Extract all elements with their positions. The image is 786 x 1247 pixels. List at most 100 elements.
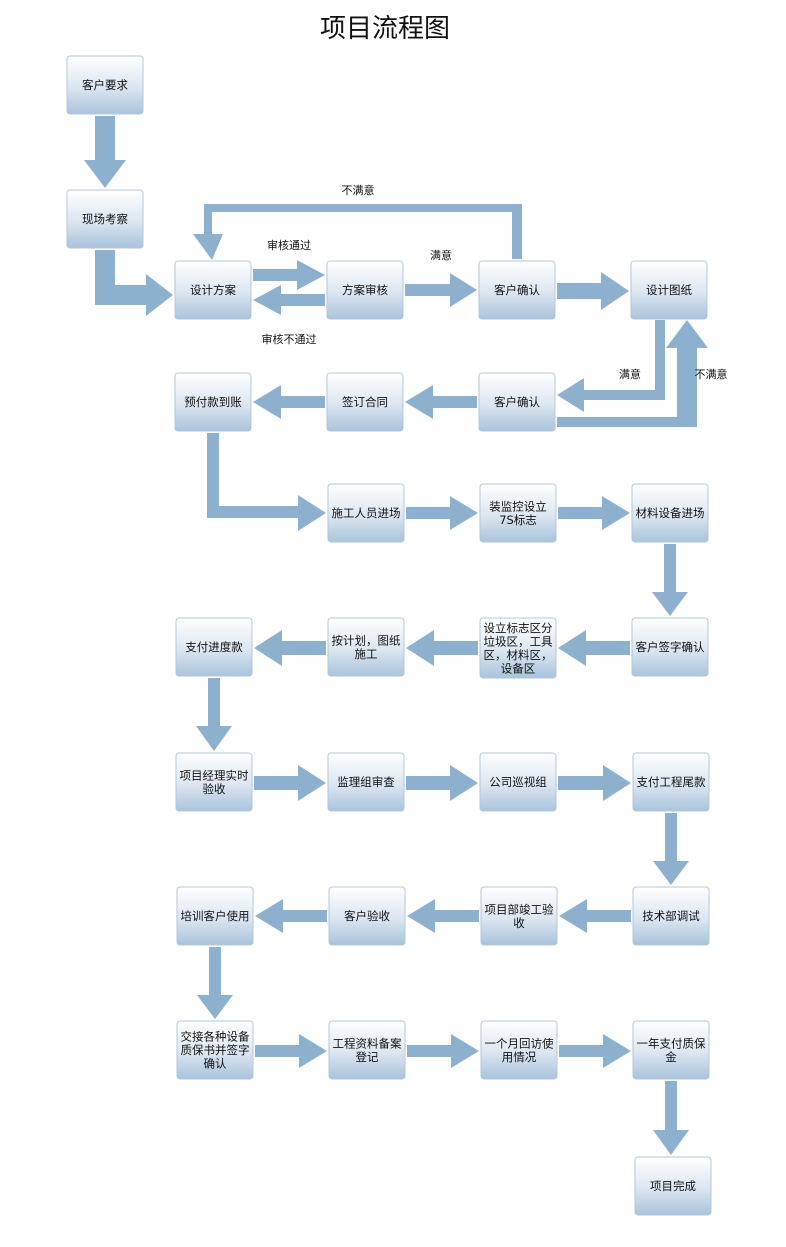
flow-arrow-2 [95, 250, 173, 316]
process-box-shape [176, 886, 254, 946]
process-box-label: 方案审核 [342, 283, 388, 297]
process-box-n29: 项目完成 [634, 1156, 712, 1216]
process-box-label: 按计划，图纸 [332, 633, 401, 647]
flow-arrow-13 [406, 496, 478, 530]
process-box-shape [479, 617, 557, 679]
process-box-n18: 监理组审查 [327, 752, 405, 812]
process-box-shape [630, 260, 708, 320]
process-box-label: 用情况 [502, 1050, 537, 1064]
process-box-shape [479, 483, 557, 543]
flow-arrow-27 [197, 947, 233, 1019]
flow-arrow-16 [558, 630, 630, 666]
process-box-shape [327, 752, 405, 812]
process-box-label: 设备区 [501, 661, 536, 675]
process-box-label: 材料设备进场 [636, 506, 705, 520]
process-box-label: 施工 [355, 647, 378, 661]
process-box-label: 验收 [203, 782, 226, 796]
process-box-shape [326, 260, 404, 320]
flow-arrow-30 [559, 1034, 631, 1068]
flow-arrow-3 [253, 260, 325, 290]
process-box-label: 工程资料备案 [333, 1036, 402, 1050]
process-box-n6: 设计图纸 [630, 260, 708, 320]
process-box-label: 客户确认 [494, 395, 540, 409]
process-box-label: 公司巡视组 [489, 775, 547, 789]
flow-arrow-28 [255, 1034, 327, 1068]
process-box-label: 7S标志 [499, 513, 537, 527]
flow-arrow-15 [652, 544, 688, 616]
process-box-label: 签订合同 [342, 395, 388, 409]
process-box-n7: 客户确认 [478, 372, 556, 432]
process-box-label: 客户验收 [344, 909, 390, 923]
process-box-n20: 支付工程尾款 [632, 752, 710, 812]
flow-arrow-26 [255, 899, 327, 933]
process-box-label: 垃圾区，工具 [484, 634, 553, 648]
process-box-label: 登记 [356, 1050, 379, 1064]
process-box-shape [327, 617, 405, 677]
process-box-shape [632, 752, 710, 812]
process-box-label: 培训客户使用 [181, 909, 250, 923]
flow-arrow-21 [406, 765, 478, 801]
process-box-n19: 公司巡视组 [479, 752, 557, 812]
process-box-n4: 方案审核 [326, 260, 404, 320]
process-box-label: 一年支付质保 [637, 1036, 706, 1050]
flow-arrow-6 [557, 272, 629, 310]
flow-arrow-9 [557, 320, 708, 427]
process-box-n10: 施工人员进场 [327, 483, 405, 543]
flow-arrow-29 [407, 1034, 479, 1068]
process-box-label: 客户要求 [82, 78, 128, 92]
process-box-n16: 支付进度款 [175, 617, 253, 677]
process-box-label: 支付工程尾款 [637, 775, 706, 789]
process-box-n24: 培训客户使用 [176, 886, 254, 946]
process-box-n21: 技术部调试 [632, 886, 710, 946]
flow-arrow-10 [405, 385, 477, 419]
process-box-shape [478, 260, 556, 320]
edge-label-l5: 满意 [619, 367, 641, 381]
process-box-n9: 预付款到账 [174, 372, 252, 432]
process-box-shape [66, 55, 144, 115]
process-box-shape [631, 483, 709, 543]
process-box-label: 支付进度款 [185, 640, 243, 654]
edge-label-l4: 审核不通过 [262, 332, 317, 346]
flow-arrow-31 [653, 1081, 689, 1155]
edge-label-l3: 满意 [430, 248, 452, 262]
process-box-label: 预付款到账 [184, 395, 242, 409]
process-box-label: 客户签字确认 [636, 640, 705, 654]
flow-arrow-8 [557, 320, 665, 412]
process-box-shape [174, 372, 252, 432]
process-box-shape [326, 372, 404, 432]
process-box-label: 项目经理实时 [180, 768, 249, 782]
process-box-label: 一个月回访使 [485, 1036, 554, 1050]
process-box-shape [480, 1020, 558, 1080]
process-box-label: 项目部竣工验 [485, 902, 554, 916]
flow-arrow-19 [196, 678, 232, 751]
flow-arrow-25 [407, 899, 479, 933]
flow-arrow-18 [254, 630, 326, 666]
process-box-n2: 现场考察 [66, 189, 144, 249]
edge-label-layer: 不满意审核通过满意审核不通过满意不满意 [262, 183, 728, 381]
process-box-shape [632, 886, 710, 946]
process-box-n3: 设计方案 [174, 260, 252, 320]
process-box-n5: 客户确认 [478, 260, 556, 320]
flow-arrow-20 [254, 765, 326, 801]
process-box-label: 金 [665, 1050, 677, 1064]
process-box-label: 质保书并签字 [181, 1043, 250, 1057]
process-box-shape [479, 752, 557, 812]
process-box-label: 施工人员进场 [332, 506, 401, 520]
process-box-label: 项目完成 [650, 1179, 696, 1193]
process-box-n13: 客户签字确认 [631, 617, 709, 677]
process-box-label: 现场考察 [82, 212, 128, 226]
process-box-label: 设立标志区分 [484, 621, 553, 635]
process-box-label: 收 [513, 916, 525, 930]
process-box-label: 交接各种设备 [181, 1030, 250, 1044]
diagram-title: 项目流程图 [320, 14, 450, 44]
flow-arrow-11 [253, 385, 325, 419]
node-layer: 客户要求现场考察设计方案方案审核客户确认设计图纸客户确认签订合同预付款到账施工人… [66, 55, 712, 1216]
